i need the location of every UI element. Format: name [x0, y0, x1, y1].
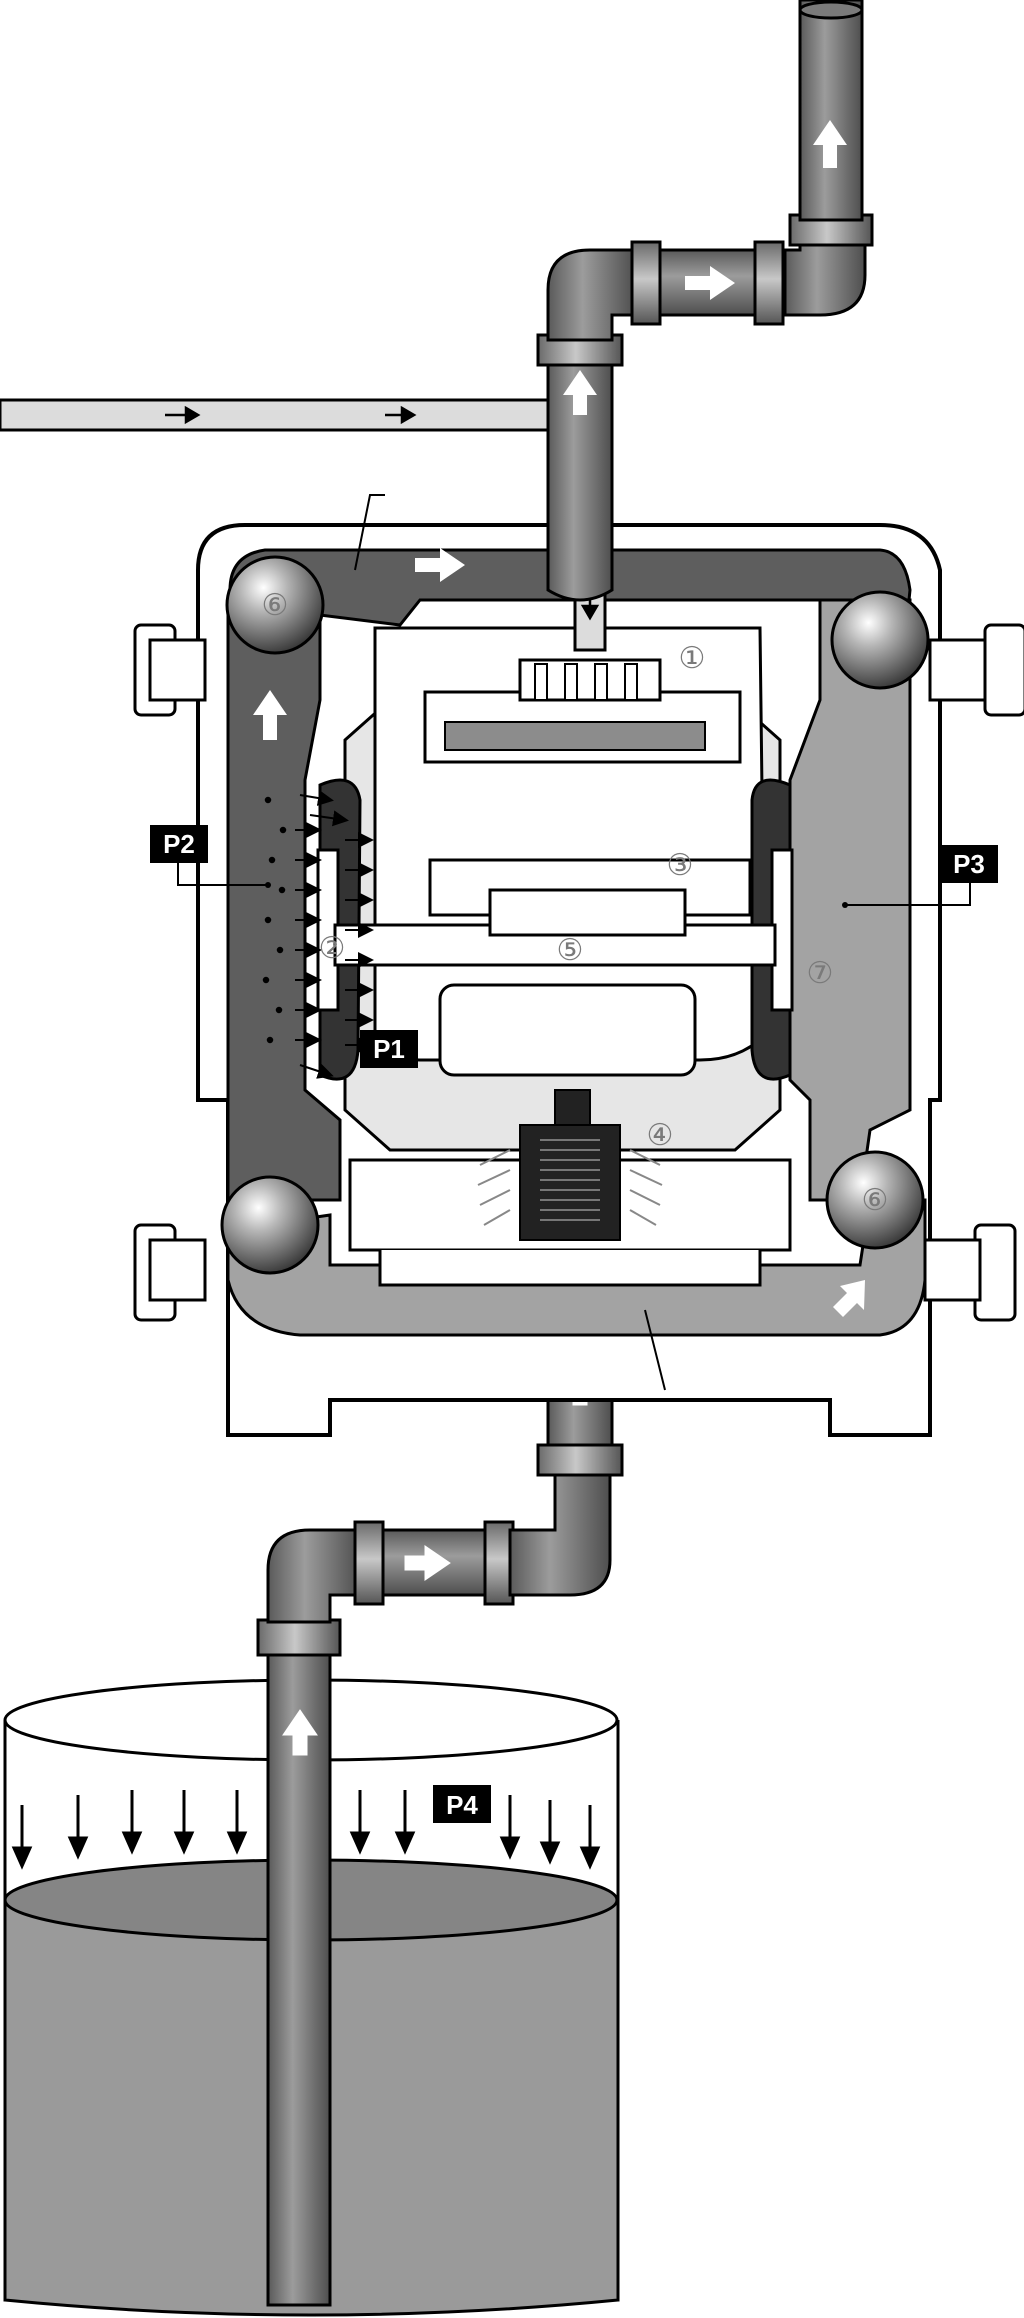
atmospheric-pressure-arrows [11, 1790, 601, 1870]
p3-badge: P3 [842, 845, 998, 908]
arrow-outlet-right [415, 548, 465, 582]
discharge-arrow-up-2 [813, 120, 847, 168]
ball-valve-top-left [225, 555, 325, 655]
label-ball-bottom: ⑥ [862, 1184, 889, 1217]
right-upper-flange [928, 623, 1024, 717]
air-valve [423, 658, 742, 764]
right-lower-flange [923, 1223, 1017, 1322]
arrow-inlet-diag [833, 1280, 865, 1317]
label-ball-top: ⑥ [262, 589, 289, 622]
p2-badge: P2 [150, 825, 271, 888]
svg-text:P3: P3 [953, 849, 985, 879]
svg-text:P4: P4 [446, 1790, 478, 1820]
label-air-valve: ① [679, 642, 706, 675]
label-muffler: ④ [647, 1119, 674, 1152]
label-fluid-chamber: ⑦ [807, 957, 834, 990]
p4-badge: P4 [433, 1785, 491, 1823]
ball-valve-bottom-right [825, 1150, 925, 1250]
diaphragm-pressure-arrows [295, 790, 374, 1079]
right-fluid-chamber [788, 598, 912, 1202]
pump-body [133, 494, 1024, 1437]
label-shaft: ⑤ [557, 934, 584, 967]
svg-text:P2: P2 [163, 829, 195, 859]
ball-valve-top-right [830, 590, 930, 690]
discharge-arrow-right [685, 266, 735, 300]
p1-badge: P1 [360, 1030, 418, 1068]
suction-arrow-up-tank [282, 1709, 318, 1756]
arrow-left-chamber-up [253, 690, 287, 740]
suction-arrow-right [404, 1545, 451, 1581]
label-pilot-valve: ③ [667, 849, 694, 882]
left-lower-flange [133, 1223, 207, 1322]
suction-pipe [256, 1323, 624, 2307]
svg-text:P1: P1 [373, 1034, 405, 1064]
label-diaphragm: ② [319, 932, 346, 965]
discharge-pipe [536, 0, 874, 602]
muffler [477, 1089, 663, 1241]
component-labels: ① ② ③ ④ ⑤ ⑥ ⑥ ⑦ [262, 589, 889, 1217]
discharge-arrow-up-1 [563, 370, 597, 415]
left-upper-flange [133, 623, 207, 717]
ball-valve-bottom-left [220, 1175, 320, 1275]
